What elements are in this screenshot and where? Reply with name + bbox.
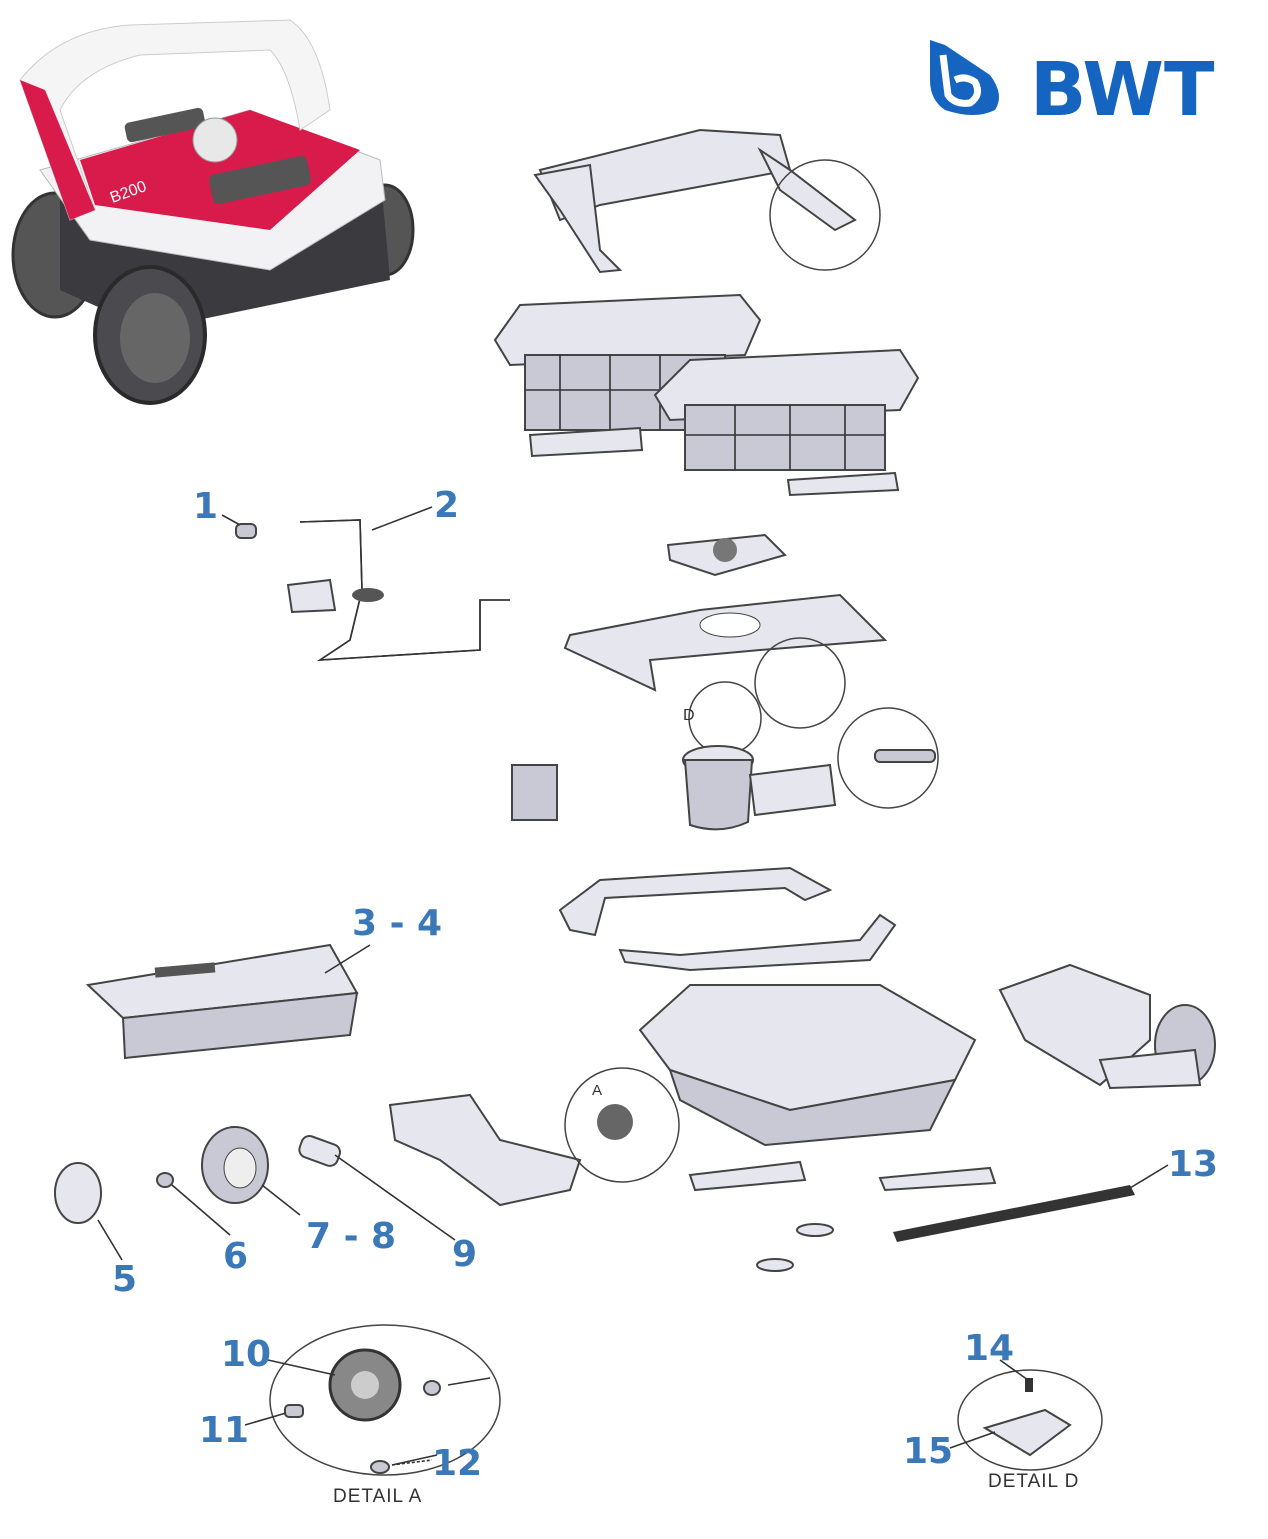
wheels-and-caps [54,1126,341,1224]
callout-10: 10 [221,1334,271,1375]
detail-a: DETAIL A [269,1324,501,1507]
brush-and-clips [688,1160,1135,1272]
callout-13: 13 [1168,1144,1218,1185]
robot-body [638,963,1216,1147]
frame-part [558,866,897,972]
callout-1: 1 [193,486,218,527]
callout-5: 5 [112,1259,137,1300]
callout-labels: 1 2 3 - 4 5 6 7 - 8 9 10 11 12 13 14 15 [112,485,1218,1484]
filter-basket-right [653,348,920,497]
detail-a-marker: A [592,1082,602,1099]
callout-9: 9 [452,1234,477,1275]
pipe-assembly [235,519,510,661]
detail-a-title: DETAIL A [333,1486,422,1507]
callout-2: 2 [434,485,459,526]
pump-motor [511,745,837,831]
top-chassis: D [563,593,939,809]
leader-lines [97,506,1169,1466]
detail-d: DETAIL D [957,1369,1103,1492]
callout-15: 15 [903,1431,953,1472]
callout-12: 12 [432,1443,482,1484]
detail-d-title: DETAIL D [988,1471,1079,1492]
bwt-logo: BWT [930,40,1215,133]
callout-6: 6 [223,1236,248,1277]
callout-11: 11 [199,1410,249,1451]
callout-7-8: 7 - 8 [306,1216,396,1257]
callout-14: 14 [964,1328,1014,1369]
motor-cover [666,533,787,577]
detail-d-marker: D [683,707,695,724]
power-supply [85,943,359,1060]
robot-product-image: B200 [11,19,415,405]
bwt-logo-text: BWT [1030,47,1215,133]
drive-side-block: A [388,1067,680,1207]
callout-3-4: 3 - 4 [352,903,442,944]
handle-part [533,128,881,274]
